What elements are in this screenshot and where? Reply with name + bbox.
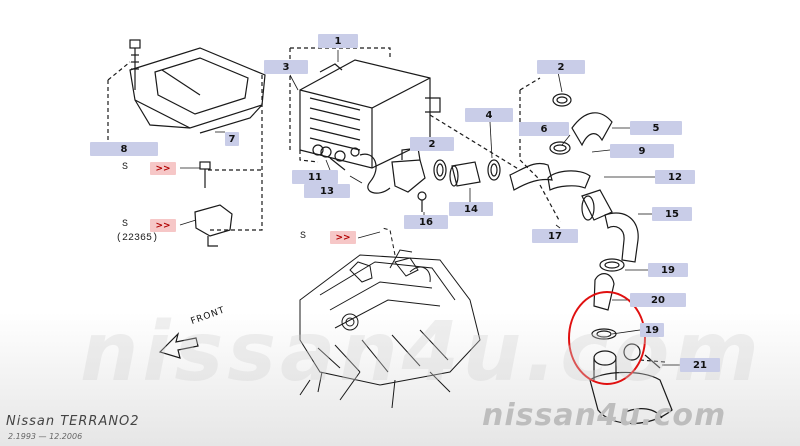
reference-marker-1: >>: [150, 162, 176, 175]
callout-3: 3: [264, 60, 308, 74]
clamp-part-2-top: [552, 93, 572, 107]
callout-16: 16: [404, 215, 448, 229]
bolt-left: [199, 161, 211, 188]
callout-17: 17: [532, 229, 578, 243]
callout-11: 11: [292, 170, 338, 184]
sensor-part-22365: [194, 204, 233, 247]
hose-part-15: [604, 212, 639, 263]
clamp-part-4: [487, 159, 501, 181]
callout-15: 15: [652, 207, 692, 221]
s-marker-3: S: [300, 231, 307, 242]
callout-9: 9: [610, 144, 674, 158]
callout-20: 20: [630, 293, 686, 307]
reference-marker-2: >>: [150, 219, 176, 232]
callout-2-top: 2: [537, 60, 585, 74]
callout-14: 14: [449, 202, 493, 216]
bolt-part-8: [129, 39, 141, 90]
callout-6: 6: [519, 122, 569, 136]
clamp-part-19-upper: [599, 258, 625, 272]
clamp-part-19-lower: [591, 328, 617, 340]
clip-part-11: [320, 146, 346, 171]
reference-marker-3: >>: [330, 231, 356, 244]
callout-1: 1: [318, 34, 358, 48]
engine-block: [299, 227, 481, 409]
s-marker-2: S: [122, 219, 129, 230]
callout-21: 21: [680, 358, 720, 372]
callout-19-upper: 19: [648, 263, 688, 277]
callout-5: 5: [630, 121, 682, 135]
callout-8: 8: [90, 142, 158, 156]
background-watermark: nissan4u.com: [80, 305, 763, 400]
turbocharger-part-21: [589, 343, 673, 425]
clamp-part-6: [549, 141, 571, 155]
footer-site: nissan4u.com: [482, 398, 727, 433]
hose-part-20: [593, 273, 615, 311]
hose-part-13: [359, 153, 391, 194]
front-arrow: [158, 332, 199, 359]
callout-13: 13: [304, 184, 350, 198]
callout-12: 12: [655, 170, 695, 184]
footer-model: Nissan TERRANO2: [6, 414, 140, 429]
footer-dates: 2.1993 — 12.2006: [8, 432, 83, 441]
callout-19-lower: 19: [640, 323, 664, 337]
hose-part-5: [571, 112, 613, 147]
hose-part-17: [509, 162, 561, 223]
part-code: (22365): [116, 233, 159, 244]
clamp-part-9: [547, 170, 591, 191]
hose-part-12: [581, 189, 613, 221]
callout-7: 7: [225, 132, 239, 146]
s-marker-1: S: [122, 162, 129, 173]
clamp-part-2: [433, 159, 447, 181]
highlight-circle: [568, 291, 646, 385]
hose-part-14: [449, 161, 481, 187]
callout-2-mid: 2: [410, 137, 454, 151]
callout-4: 4: [465, 108, 513, 122]
